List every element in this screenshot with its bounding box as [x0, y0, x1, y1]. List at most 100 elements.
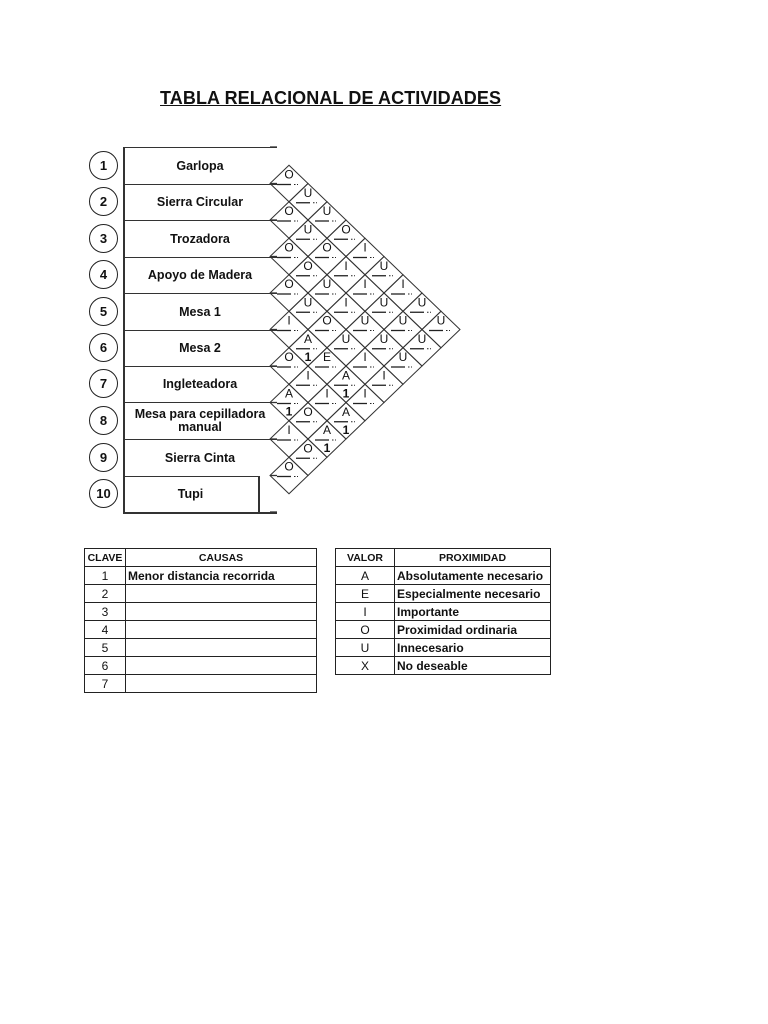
- cause-key: 6: [84, 656, 126, 675]
- relationship-value: I: [287, 423, 290, 437]
- cause-text: [125, 584, 317, 603]
- relationship-cell: U: [288, 292, 328, 331]
- relationship-cell: I: [326, 255, 366, 294]
- causes-header-key: CLAVE: [84, 548, 126, 567]
- relationship-value: U: [380, 259, 389, 273]
- activity-label: Sierra Cinta: [123, 439, 277, 476]
- relationship-cell: U: [364, 328, 404, 367]
- relationship-value: U: [323, 204, 332, 218]
- relationship-cell: I: [345, 237, 385, 276]
- relationship-cell: U: [383, 310, 423, 349]
- relationship-reason: 1: [343, 386, 350, 400]
- cause-text: [125, 638, 317, 657]
- relationship-cell: I: [307, 383, 347, 422]
- relationship-cell: U: [364, 255, 404, 294]
- relationship-value: U: [399, 314, 408, 328]
- relationship-cell: U: [364, 292, 404, 331]
- relationship-cell: U: [307, 274, 347, 312]
- proximity-text: Innecesario: [394, 638, 551, 657]
- activity-number: 10: [89, 479, 118, 508]
- relationship-value: U: [437, 314, 446, 328]
- relationship-value: A: [285, 387, 293, 401]
- relationship-reason: 1: [343, 423, 350, 437]
- relationship-cell: U: [402, 328, 442, 367]
- cause-key: 1: [84, 566, 126, 585]
- activity-number: 9: [89, 443, 118, 472]
- label-column-border: [123, 147, 125, 513]
- proximity-header-proximity: PROXIMIDAD: [394, 548, 551, 567]
- relationship-value: U: [342, 332, 351, 346]
- relationship-value: O: [284, 168, 293, 182]
- relationship-cell: O: [288, 255, 328, 294]
- relationship-cell: I: [288, 365, 328, 404]
- relationship-value: I: [401, 277, 404, 291]
- activity-label: Sierra Circular: [123, 184, 277, 220]
- relationship-cell: I: [326, 292, 366, 331]
- relationship-value: U: [380, 332, 389, 346]
- relationship-value: O: [284, 460, 293, 474]
- cause-text: [125, 602, 317, 621]
- activity-number: 1: [89, 151, 118, 180]
- relationship-cell: O: [307, 310, 347, 349]
- proximity-value: U: [335, 638, 395, 657]
- activity-number: 5: [89, 297, 118, 326]
- relationship-value: O: [284, 204, 293, 218]
- relationship-value: O: [341, 222, 350, 236]
- activity-number: 8: [89, 406, 118, 435]
- relationship-value: O: [322, 241, 331, 255]
- proximity-header-value: VALOR: [335, 548, 395, 567]
- proximity-value: E: [335, 584, 395, 603]
- relationship-cell: U: [288, 219, 328, 258]
- activity-label: Trozadora: [123, 220, 277, 257]
- relationship-value: O: [303, 405, 312, 419]
- activity-label: Tupi: [123, 476, 258, 512]
- activity-label: Apoyo de Madera: [123, 257, 277, 293]
- cause-text: [125, 620, 317, 639]
- relationship-value: U: [399, 350, 408, 364]
- proximity-value: X: [335, 656, 395, 675]
- relationship-cell: U: [402, 292, 442, 331]
- relationship-value: U: [418, 332, 427, 346]
- cause-key: 3: [84, 602, 126, 621]
- activity-number: 3: [89, 224, 118, 253]
- proximity-value: O: [335, 620, 395, 639]
- activity-label: Mesa 1: [123, 293, 277, 330]
- label-bottom-border: [123, 512, 277, 514]
- relationship-value: U: [418, 295, 427, 309]
- relationship-value: A: [342, 405, 350, 419]
- relationship-cell: O: [307, 237, 347, 276]
- relationship-cell: O: [288, 438, 328, 477]
- cause-text: [125, 656, 317, 675]
- label-separator: [258, 476, 260, 513]
- proximity-text: Absolutamente necesario: [394, 566, 551, 585]
- relationship-value: U: [304, 222, 313, 236]
- relationship-value: I: [344, 259, 347, 273]
- causes-header-cause: CAUSAS: [125, 548, 317, 567]
- activity-number: 2: [89, 187, 118, 216]
- relationship-cell: A1: [288, 328, 328, 367]
- relationship-cell: A1: [326, 365, 366, 404]
- relationship-reason: 1: [324, 441, 331, 455]
- cause-key: 2: [84, 584, 126, 603]
- proximity-text: Proximidad ordinaria: [394, 620, 551, 639]
- relationship-cell: I: [345, 347, 385, 385]
- relationship-cell: O: [326, 219, 366, 258]
- relationship-cell: U: [326, 328, 366, 367]
- cause-text: [125, 674, 317, 693]
- activity-number: 6: [89, 333, 118, 362]
- cause-key: 4: [84, 620, 126, 639]
- activity-number: 4: [89, 260, 118, 289]
- activity-label: Garlopa: [123, 147, 277, 184]
- page-title: TABLA RELACIONAL DE ACTIVIDADES: [160, 88, 502, 108]
- relationship-cell: U: [307, 201, 347, 239]
- relationship-cell: E: [307, 347, 347, 385]
- relationship-value: A: [342, 368, 350, 382]
- relationship-cell: I: [364, 365, 404, 404]
- relationship-value: I: [287, 314, 290, 328]
- relationship-cell: I: [345, 274, 385, 312]
- relationship-cell: O: [288, 401, 328, 440]
- relationship-value: O: [303, 259, 312, 273]
- relationship-cell: U: [345, 310, 385, 349]
